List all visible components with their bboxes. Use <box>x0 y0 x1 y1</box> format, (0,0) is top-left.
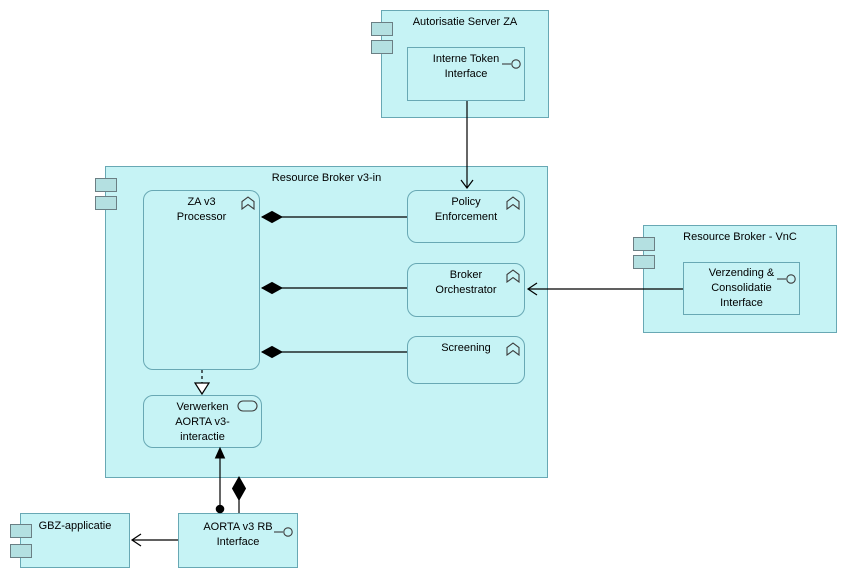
component-icon <box>10 544 32 558</box>
interface-verzending-consolidatie[interactable]: Verzending & Consolidatie Interface <box>683 262 800 315</box>
component-icon <box>95 196 117 210</box>
function-policy-enforcement[interactable]: Policy Enforcement <box>407 190 525 243</box>
serving-aorta-interface-to-gbz-applicatie[interactable] <box>130 533 178 547</box>
application-function-icon <box>506 196 520 215</box>
function-broker-orchestrator[interactable]: Broker Orchestrator <box>407 263 525 317</box>
component-icon <box>371 22 393 36</box>
function-za-v3-processor[interactable]: ZA v3 Processor <box>143 190 260 370</box>
interface-icon <box>777 271 796 289</box>
component-label: Resource Broker v3-in <box>271 172 382 184</box>
application-function-icon <box>506 342 520 361</box>
function-screening[interactable]: Screening <box>407 336 525 384</box>
interface-icon <box>502 56 521 74</box>
component-label: Autorisatie Server ZA <box>412 16 518 28</box>
component-icon <box>371 40 393 54</box>
component-icon <box>95 178 117 192</box>
composition-resource-broker-to-aorta-interface[interactable] <box>231 475 247 513</box>
component-icon <box>10 524 32 538</box>
component-label: GBZ-applicatie <box>38 520 112 532</box>
service-verwerken-aorta-v3-interactie[interactable]: Verwerken AORTA v3- interactie <box>143 395 262 448</box>
application-function-icon <box>241 196 255 215</box>
interface-interne-token[interactable]: Interne Token Interface <box>407 47 525 101</box>
component-icon <box>633 237 655 251</box>
component-gbz-applicatie[interactable]: GBZ-applicatie <box>10 513 130 568</box>
interface-icon <box>274 524 293 542</box>
component-icon <box>633 255 655 269</box>
interface-aorta-v3-rb[interactable]: AORTA v3 RB Interface <box>178 513 298 568</box>
component-label: Resource Broker - VnC <box>683 231 797 243</box>
application-service-icon <box>237 399 259 417</box>
application-function-icon <box>506 269 520 288</box>
